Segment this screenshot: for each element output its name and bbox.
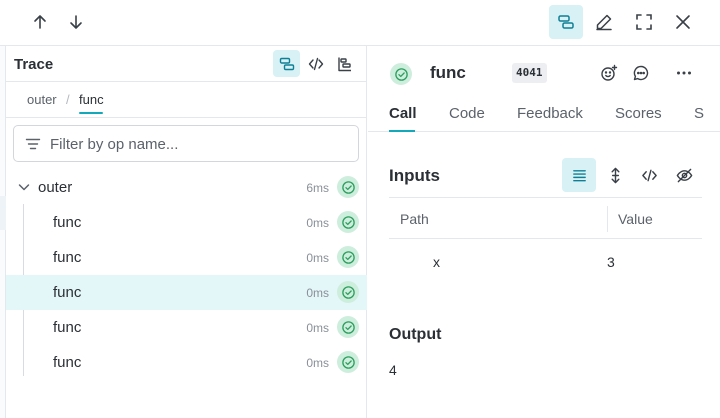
input-path: x [433, 254, 440, 270]
hide-icon [676, 168, 692, 182]
expand-all-button[interactable] [598, 158, 632, 192]
breadcrumb-active-indicator [79, 112, 103, 114]
filter-icon [25, 138, 41, 150]
op-name: func [53, 249, 82, 266]
op-duration: 0ms [306, 286, 329, 300]
output-heading: Output [389, 326, 442, 343]
fullscreen-button[interactable] [627, 5, 661, 39]
op-duration: 0ms [306, 251, 329, 265]
top-toolbar [0, 0, 720, 46]
trace-view-icon [558, 15, 574, 29]
tree-row[interactable]: outer 6ms [6, 170, 367, 205]
success-status-icon [337, 211, 359, 233]
close-icon [676, 15, 690, 29]
list-mode-button[interactable] [562, 158, 596, 192]
success-status-icon [337, 316, 359, 338]
more-icon [677, 71, 691, 75]
tree-row[interactable]: func 0ms [6, 240, 367, 275]
chevron-down-icon[interactable] [17, 180, 31, 194]
list-icon [572, 169, 586, 181]
tab-feedback[interactable]: Feedback [517, 105, 583, 122]
op-name: func [53, 354, 82, 371]
hide-button[interactable] [667, 158, 701, 192]
filter-input[interactable] [50, 133, 350, 155]
tree-row[interactable]: func 0ms [6, 205, 367, 240]
input-value: 3 [607, 254, 615, 270]
success-status-icon [390, 63, 412, 85]
breadcrumb-separator: / [66, 92, 70, 107]
next-call-button[interactable] [59, 5, 93, 39]
arrow-down-icon [70, 15, 82, 29]
trace-view-toggle-button[interactable] [549, 5, 583, 39]
tree-view-icon [279, 57, 294, 70]
op-name: func [53, 284, 82, 301]
close-button[interactable] [666, 5, 700, 39]
op-duration: 0ms [306, 216, 329, 230]
edit-button[interactable] [587, 5, 621, 39]
column-header-path[interactable]: Path [400, 211, 429, 227]
code-mode-button[interactable] [632, 158, 666, 192]
success-status-icon [337, 176, 359, 198]
trace-panel: Trace outer / func outer 6ms func 0ms [6, 46, 367, 418]
call-tabs: Call Code Feedback Scores S [368, 96, 720, 132]
timeline-view-icon [337, 57, 351, 71]
timeline-view-button[interactable] [331, 50, 358, 77]
tab-code[interactable]: Code [449, 105, 485, 122]
comment-button[interactable] [630, 62, 652, 84]
tab-call[interactable]: Call [389, 105, 417, 122]
call-id-badge[interactable]: 4041 [512, 63, 547, 83]
comment-icon [633, 65, 649, 81]
add-reaction-button[interactable] [598, 62, 620, 84]
code-view-button[interactable] [302, 50, 329, 77]
breadcrumb-item-outer[interactable]: outer [27, 92, 57, 107]
op-name: outer [38, 179, 73, 196]
previous-call-button[interactable] [23, 5, 57, 39]
op-name: func [53, 214, 82, 231]
tab-scores[interactable]: Scores [615, 105, 662, 122]
inputs-table: Path Value x 3 [389, 197, 702, 287]
filter-field[interactable] [13, 125, 359, 162]
column-header-value[interactable]: Value [618, 211, 653, 227]
success-status-icon [337, 246, 359, 268]
breadcrumb-item-func[interactable]: func [79, 92, 104, 107]
inputs-heading: Inputs [389, 166, 440, 185]
op-name: func [53, 319, 82, 336]
more-options-button[interactable] [673, 62, 695, 84]
tree-row-selected[interactable]: func 0ms [6, 275, 367, 310]
op-duration: 6ms [306, 181, 329, 195]
tab-overflow[interactable]: S [694, 105, 705, 122]
trace-header: Trace [6, 46, 367, 82]
tree-row[interactable]: func 0ms [6, 310, 367, 345]
pencil-icon [596, 14, 612, 31]
code-icon [641, 169, 657, 181]
arrow-up-icon [34, 15, 46, 29]
code-view-icon [308, 57, 323, 70]
reaction-icon [601, 64, 618, 81]
background-page-edge [0, 46, 6, 418]
success-status-icon [337, 351, 359, 373]
fullscreen-icon [636, 14, 652, 30]
call-header: func 4041 [368, 46, 720, 96]
op-duration: 0ms [306, 356, 329, 370]
tree-view-button[interactable] [273, 50, 300, 77]
success-status-icon [337, 281, 359, 303]
expand-icon [610, 167, 620, 183]
op-duration: 0ms [306, 321, 329, 335]
trace-title: Trace [14, 56, 54, 73]
active-tab-indicator [389, 130, 415, 132]
inputs-table-header: Path Value [389, 197, 702, 239]
breadcrumb: outer / func [6, 82, 367, 118]
call-details-panel: func 4041 Call Code Feedback Scores S In… [368, 46, 720, 418]
tree-row[interactable]: func 0ms [6, 345, 367, 380]
call-name: func [430, 63, 466, 82]
output-value: 4 [389, 362, 397, 378]
